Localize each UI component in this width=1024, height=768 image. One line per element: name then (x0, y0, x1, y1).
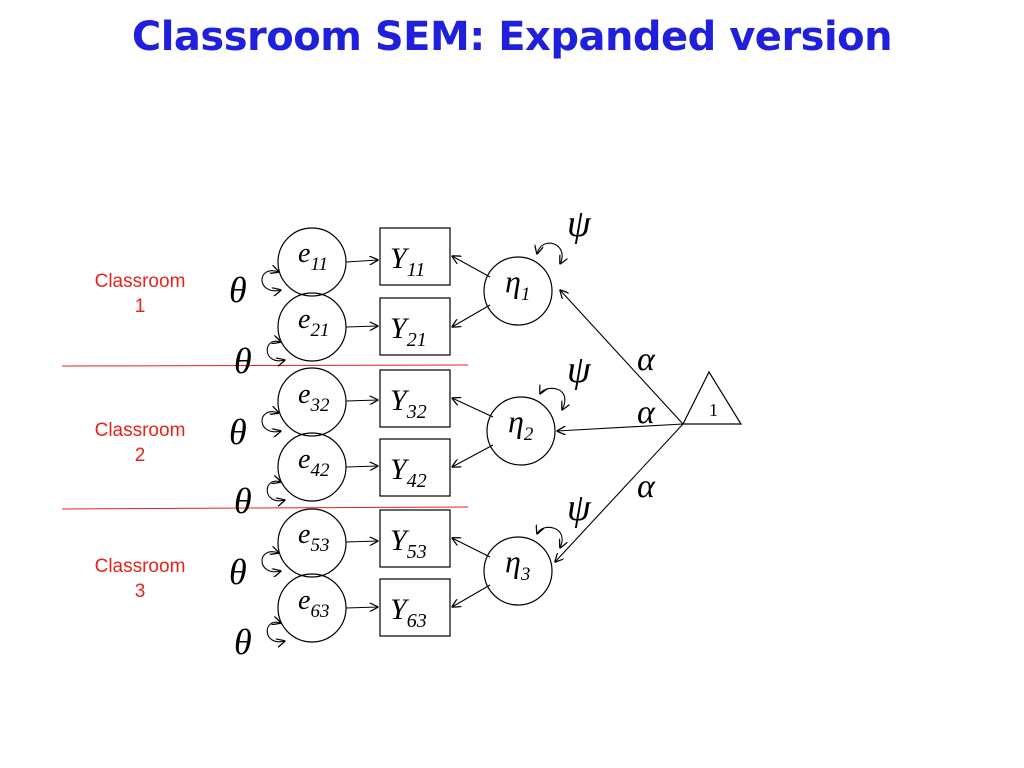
theta-symbol: θ (234, 481, 252, 521)
alpha-symbol: α (637, 341, 656, 378)
classroom-label-2: Classroom 2 (75, 418, 205, 468)
observed-box (379, 578, 451, 637)
page-title: Classroom SEM: Expanded version (131, 14, 893, 60)
error-label: e53 (298, 519, 329, 556)
path-arrow (345, 326, 378, 327)
error-labels: e11 e21 e32 e42 e53 e63 (298, 238, 330, 622)
variance-loop (261, 552, 281, 572)
path-arrow (557, 423, 684, 431)
classroom-separator (61, 506, 469, 510)
latent-labels: η1 η2 η3 (505, 263, 534, 585)
variance-loop (261, 412, 281, 432)
observed-boxes (379, 227, 451, 637)
path-arrow (452, 444, 494, 467)
theta-symbol: θ (229, 552, 247, 592)
classroom-label-number: 2 (134, 445, 146, 466)
observed-label: Y63 (390, 593, 427, 632)
latent-label: η1 (505, 263, 530, 305)
latent-label: η2 (508, 403, 534, 445)
observed-label: Y53 (390, 524, 427, 563)
psi-symbol: ψ (567, 203, 592, 245)
error-circle (277, 508, 347, 578)
classroom-label-text: Classroom (94, 271, 186, 292)
error-label: e63 (298, 585, 329, 622)
observed-label: Y42 (390, 453, 427, 492)
theta-symbol: θ (229, 270, 247, 310)
observed-box (379, 438, 451, 497)
theta-symbol: θ (229, 412, 247, 452)
variance-loop (266, 481, 285, 501)
theta-symbol: θ (234, 341, 252, 381)
alpha-symbol: α (637, 394, 656, 431)
variance-loop (537, 527, 562, 548)
path-arrow (452, 256, 491, 278)
alpha-symbol: α (637, 468, 656, 505)
variance-loop (266, 341, 285, 361)
constant-label: 1 (709, 400, 718, 420)
classroom-label-3: Classroom 3 (75, 554, 205, 604)
classroom-separator (61, 364, 469, 367)
latent-circle (486, 396, 556, 466)
path-arrow (452, 584, 491, 607)
psi-labels: ψ ψ ψ (567, 203, 592, 529)
path-arrow (452, 538, 491, 558)
error-to-observed-arrows (345, 260, 378, 608)
classroom-label-number: 3 (134, 581, 146, 602)
path-arrow (345, 400, 378, 401)
path-arrow (345, 466, 378, 467)
constant-to-latent-arrows (555, 290, 684, 562)
classroom-label-text: Classroom (94, 420, 186, 441)
error-nodes (277, 227, 347, 643)
observed-box (379, 227, 451, 286)
observed-labels: Y11 Y21 Y32 Y42 Y53 Y63 (390, 242, 427, 632)
theta-symbol: θ (234, 622, 252, 662)
latent-circle (483, 256, 553, 326)
error-label: e32 (298, 379, 330, 416)
latent-to-observed-arrows (452, 256, 494, 607)
path-arrow (345, 607, 378, 608)
path-arrow (452, 304, 491, 327)
variance-loop (537, 242, 562, 264)
latent-circle (483, 536, 553, 606)
classroom-label-number: 1 (134, 296, 146, 317)
error-label: e21 (298, 304, 329, 341)
error-circle (277, 367, 347, 437)
classroom-label-1: Classroom 1 (75, 269, 205, 319)
error-label: e11 (298, 238, 328, 275)
error-label: e42 (298, 444, 330, 481)
observed-box (379, 369, 451, 428)
classroom-label-text: Classroom (94, 556, 186, 577)
variance-loop (261, 271, 281, 291)
psi-variance-loops (537, 242, 565, 548)
path-arrow (345, 260, 378, 262)
variance-loop (540, 388, 565, 410)
observed-label: Y11 (390, 242, 425, 281)
latent-label: η3 (505, 543, 530, 585)
psi-symbol: ψ (567, 487, 592, 529)
theta-variance-loops (261, 271, 285, 642)
path-arrow (452, 398, 494, 418)
observed-box (379, 297, 451, 356)
latent-nodes (483, 256, 556, 606)
observed-box (379, 509, 451, 568)
variance-loop (266, 622, 285, 642)
alpha-labels: α α α (637, 341, 656, 505)
psi-symbol: ψ (567, 349, 592, 391)
path-arrow (555, 423, 684, 562)
theta-labels: θ θ θ θ θ θ (229, 270, 252, 662)
path-arrow (560, 290, 684, 425)
path-arrow (345, 541, 378, 542)
observed-label: Y32 (390, 384, 427, 423)
observed-label: Y21 (390, 312, 427, 351)
constant-triangle (682, 370, 743, 425)
